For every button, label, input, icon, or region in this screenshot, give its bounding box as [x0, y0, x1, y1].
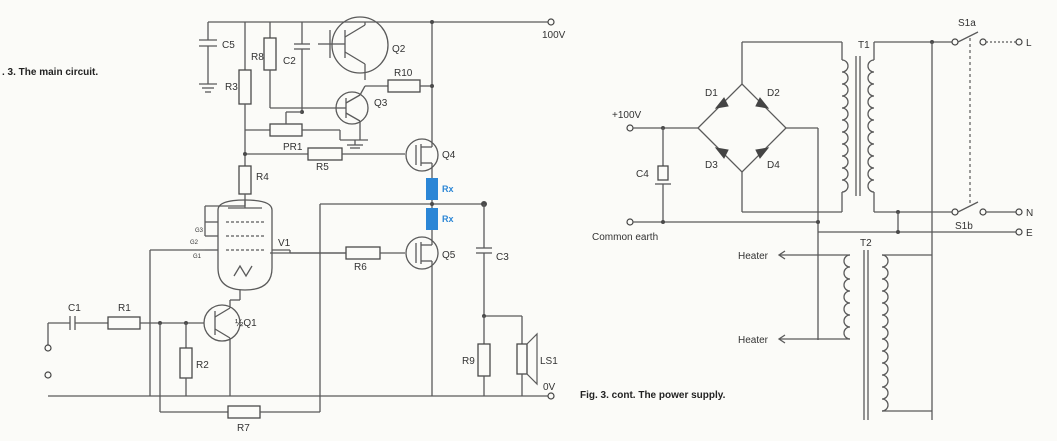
label-c1: C1 [68, 303, 81, 314]
label-n: N [1026, 208, 1033, 219]
label-v1: V1 [278, 238, 291, 249]
label-q5: Q5 [442, 250, 456, 261]
resistor-r6: R6 [270, 246, 405, 273]
label-c5: C5 [222, 40, 235, 51]
terminal-100v[interactable] [547, 18, 555, 26]
label-s1b: S1b [955, 221, 973, 232]
capacitor-c5: C5 [199, 22, 235, 93]
label-d2: D2 [767, 88, 780, 99]
label-q2: Q2 [392, 44, 406, 55]
label-100v: 100V [542, 30, 566, 41]
label-q1: ½Q1 [235, 318, 257, 329]
label-c4: C4 [636, 169, 649, 180]
power-supply-caption: Fig. 3. cont. The power supply. [580, 390, 726, 401]
terminal-0v[interactable] [547, 392, 555, 400]
bridge-rectifier: D1 D2 D3 D4 [697, 83, 787, 173]
heater-output-top: Heater [738, 250, 818, 262]
transformer-t2: T2 [818, 238, 932, 420]
label-heater-bottom: Heater [738, 335, 769, 346]
preset-pr1: PR1 [245, 111, 368, 153]
top-rail: 100V [208, 18, 566, 41]
label-r9: R9 [462, 356, 475, 367]
pin-g2: G2 [190, 240, 199, 246]
transformer-t1: T1 [841, 40, 875, 212]
resistor-r8: R8 [251, 22, 335, 109]
speaker-ls1: LS1 [516, 316, 558, 396]
resistor-r2: R2 [179, 323, 209, 396]
label-t2: T2 [860, 238, 872, 249]
label-r4: R4 [256, 172, 269, 183]
label-t1: T1 [858, 40, 870, 51]
terminal-n[interactable] [1015, 208, 1023, 216]
resistor-r5: R5 [245, 147, 405, 173]
label-c2: C2 [283, 56, 296, 67]
capacitor-c3: C3 [476, 204, 509, 316]
input-terminal-ground[interactable] [44, 371, 52, 379]
label-r5: R5 [316, 162, 329, 173]
input-terminal-signal[interactable] [44, 344, 52, 352]
resistor-r9: R9 [462, 316, 491, 396]
resistor-r1: R1 [107, 303, 204, 330]
pin-g3: G3 [195, 228, 204, 234]
transistor-q1: ½Q1 [203, 299, 257, 396]
transistor-q3: Q3 [335, 85, 388, 140]
main-circuit-caption: . 3. The main circuit. [2, 67, 98, 78]
label-r8: R8 [251, 52, 264, 63]
resistor-r7: R7 [160, 405, 320, 434]
label-s1a: S1a [958, 18, 976, 29]
label-0v: 0V [543, 382, 556, 393]
label-r10: R10 [394, 68, 413, 79]
resistor-r3: R3 [225, 22, 252, 160]
label-r6: R6 [354, 262, 367, 273]
label-q3: Q3 [374, 98, 388, 109]
terminal-plus100v[interactable] [626, 124, 634, 132]
label-plus100v: +100V [612, 110, 642, 121]
terminal-l[interactable] [1015, 38, 1023, 46]
pin-g1: G1 [193, 254, 202, 260]
mosfet-q5: Q5 [405, 236, 456, 396]
label-r7: R7 [237, 423, 250, 434]
label-rx-lower: Rx [442, 214, 454, 224]
heater-output-bottom: Heater [738, 334, 818, 346]
label-pr1: PR1 [283, 142, 303, 153]
capacitor-c4: C4 [636, 128, 671, 222]
label-q4: Q4 [442, 150, 456, 161]
label-ls1: LS1 [540, 356, 558, 367]
label-r3: R3 [225, 82, 238, 93]
label-rx-upper: Rx [442, 184, 454, 194]
label-d3: D3 [705, 160, 718, 171]
label-l: L [1026, 38, 1032, 49]
capacitor-c2: C2 [283, 22, 310, 114]
label-common-earth: Common earth [592, 232, 658, 243]
capacitor-c1: C1 [48, 303, 108, 330]
label-e: E [1026, 228, 1033, 239]
resistor-r4: R4 [238, 160, 269, 206]
label-c3: C3 [496, 252, 509, 263]
switch-s1[interactable]: S1a S1b [951, 18, 987, 232]
label-r1: R1 [118, 303, 131, 314]
label-r2: R2 [196, 360, 209, 371]
terminal-common-earth[interactable] [626, 218, 634, 226]
transistor-q2: Q2 [318, 16, 406, 80]
resistor-rx-lower: Rx [426, 208, 454, 230]
resistor-rx-upper: Rx [426, 178, 454, 200]
label-heater-top: Heater [738, 251, 769, 262]
resistor-r10: R10 [365, 68, 432, 93]
terminal-e[interactable] [1015, 228, 1023, 236]
label-d4: D4 [767, 160, 780, 171]
label-d1: D1 [705, 88, 718, 99]
mosfet-q4: Q4 [405, 138, 456, 178]
valve-v1: G3 G2 G1 V1 [190, 199, 346, 300]
